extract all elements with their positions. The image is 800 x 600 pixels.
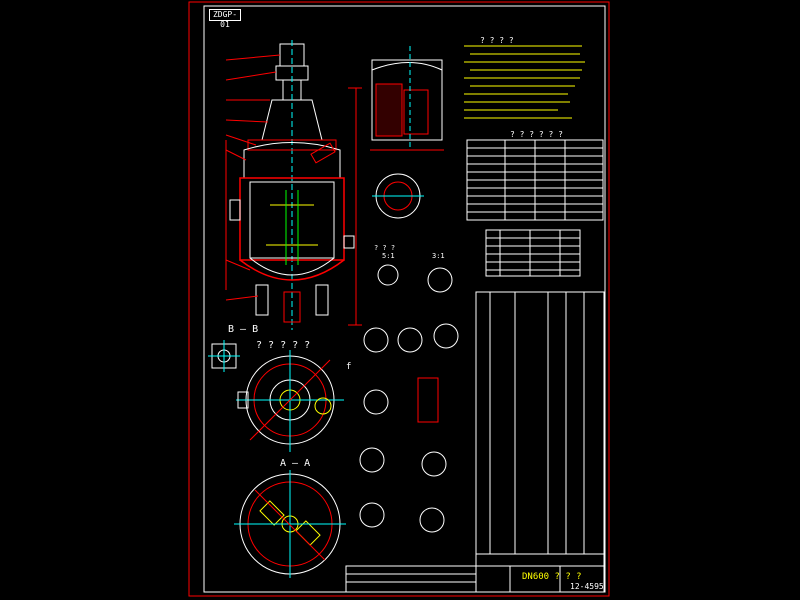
tech-characteristics-table <box>466 139 604 221</box>
parts-list-table <box>475 291 605 555</box>
vessel-elevation-view <box>225 40 362 330</box>
scale-label-1: ? ? ? <box>374 244 396 252</box>
plan-view-top <box>236 350 344 452</box>
detail-circles-column <box>359 173 459 533</box>
scale-label-3: 3:1 <box>432 252 445 260</box>
section-bb-label: B — B <box>228 324 259 335</box>
title-block <box>345 553 605 593</box>
section-aa-view <box>234 470 346 578</box>
title-block-name: DN600 ? ? ? <box>522 572 582 582</box>
seal-detail-view <box>370 46 444 151</box>
drawing-border-outer <box>188 1 610 597</box>
drawing-number: 12-4595 <box>570 582 604 591</box>
drawing-code-label: ZDGP-01 <box>209 9 241 29</box>
plan-view-title: ? ? ? ? ? <box>256 340 311 351</box>
section-bb-detail <box>208 340 240 372</box>
letter-f-label: f <box>346 362 352 372</box>
notes-title: ? ? ? ? <box>480 36 514 45</box>
nozzle-table <box>485 229 581 277</box>
tech-table-title: ? ? ? ? ? ? <box>510 130 563 139</box>
section-aa-label: A — A <box>280 458 311 469</box>
scale-label-2: 5:1 <box>382 252 395 260</box>
technical-notes <box>464 45 585 119</box>
